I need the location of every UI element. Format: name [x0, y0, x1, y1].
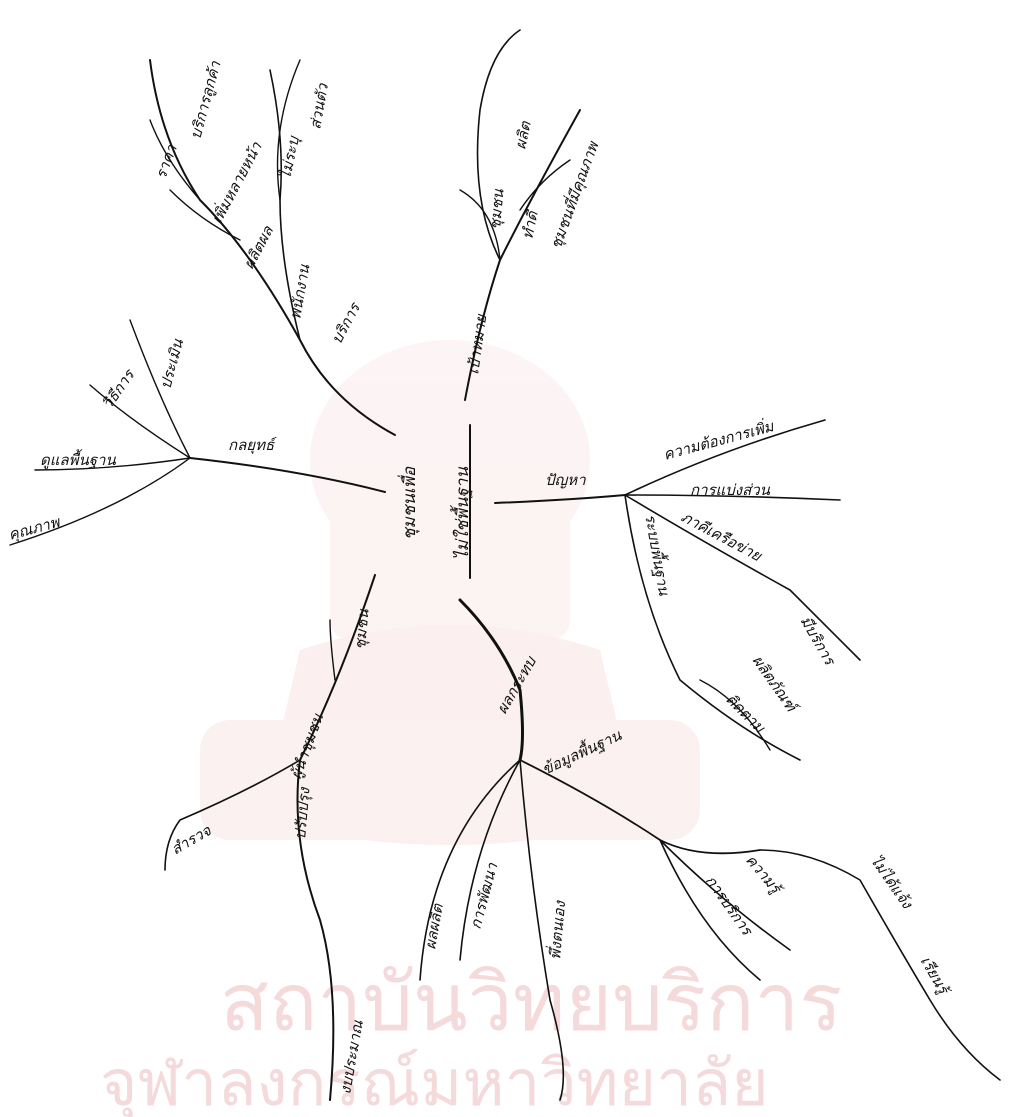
- top-left-sub-3: ราคา: [152, 142, 181, 182]
- right-sub-3: ภาคีเครือข่าย: [678, 508, 765, 566]
- watermark-line-2: จุฬาลงกรณ์มหาวิทยาลัย: [100, 1047, 769, 1117]
- bottom-sub-4: พึ่งตนเอง: [544, 898, 569, 960]
- watermark-emblem: [200, 340, 700, 845]
- bottom-sub-3: การพัฒนา: [466, 860, 501, 931]
- left-sub-1: ประเมิน: [156, 336, 187, 391]
- top-sub-4: ผลิต: [511, 119, 535, 151]
- top-left-sub-5: พนักงาน: [286, 262, 313, 320]
- top-left-sub-4: บริการลูกค้า: [186, 59, 224, 141]
- top-left-sub-1: ผลิตผล: [240, 222, 278, 272]
- branch-left-label: กลยุทธ์: [228, 436, 277, 454]
- branch-right-label: ปัญหา: [545, 471, 586, 489]
- bottom-sub-8: เรียนรู้: [917, 953, 954, 999]
- left-sub-4: คุณภาพ: [6, 513, 62, 544]
- left-sub-2: วิธีการ: [99, 365, 140, 412]
- top-left-sub-7: ส่วนตัว: [306, 81, 332, 131]
- right-sub-2: การแบ่งส่วน: [690, 481, 771, 499]
- right-sub-6: ผลิตภัณฑ์: [749, 652, 802, 717]
- right-sub-4: ระบบพื้นฐาน: [641, 512, 675, 597]
- bottom-sub-6: ความรู้: [742, 851, 787, 899]
- bottom-sub-2: ผลผลิต: [421, 901, 447, 950]
- right-sub-5: มีบริการ: [797, 613, 840, 670]
- center-label-line-1: ชุมชนเพื่อ: [397, 466, 420, 540]
- branch-bottom-left-label: ชุมชน: [351, 608, 373, 651]
- top-sub-2: ทำดี: [518, 208, 542, 241]
- branch-top-left-label: บริการ: [328, 299, 365, 347]
- top-sub-1: ชุมชนที่มีคุณภาพ: [545, 138, 603, 252]
- left-sub-3: ดูแลพื้นฐาน: [40, 449, 116, 469]
- right-sub-7: ติดตาม: [722, 690, 769, 737]
- bottom-sub-5: การบริการ: [702, 872, 757, 940]
- right-sub-1: ความต้องการเพิ่ม: [661, 415, 777, 464]
- branch-top: เป้าหมาย ชุมชนที่มีคุณภาพ ทำดี ชุมชน ผลิ…: [460, 30, 603, 400]
- top-left-sub-2: เพิ่มหลายหน้า: [206, 138, 266, 227]
- top-sub-3: ชุมชน: [486, 188, 508, 231]
